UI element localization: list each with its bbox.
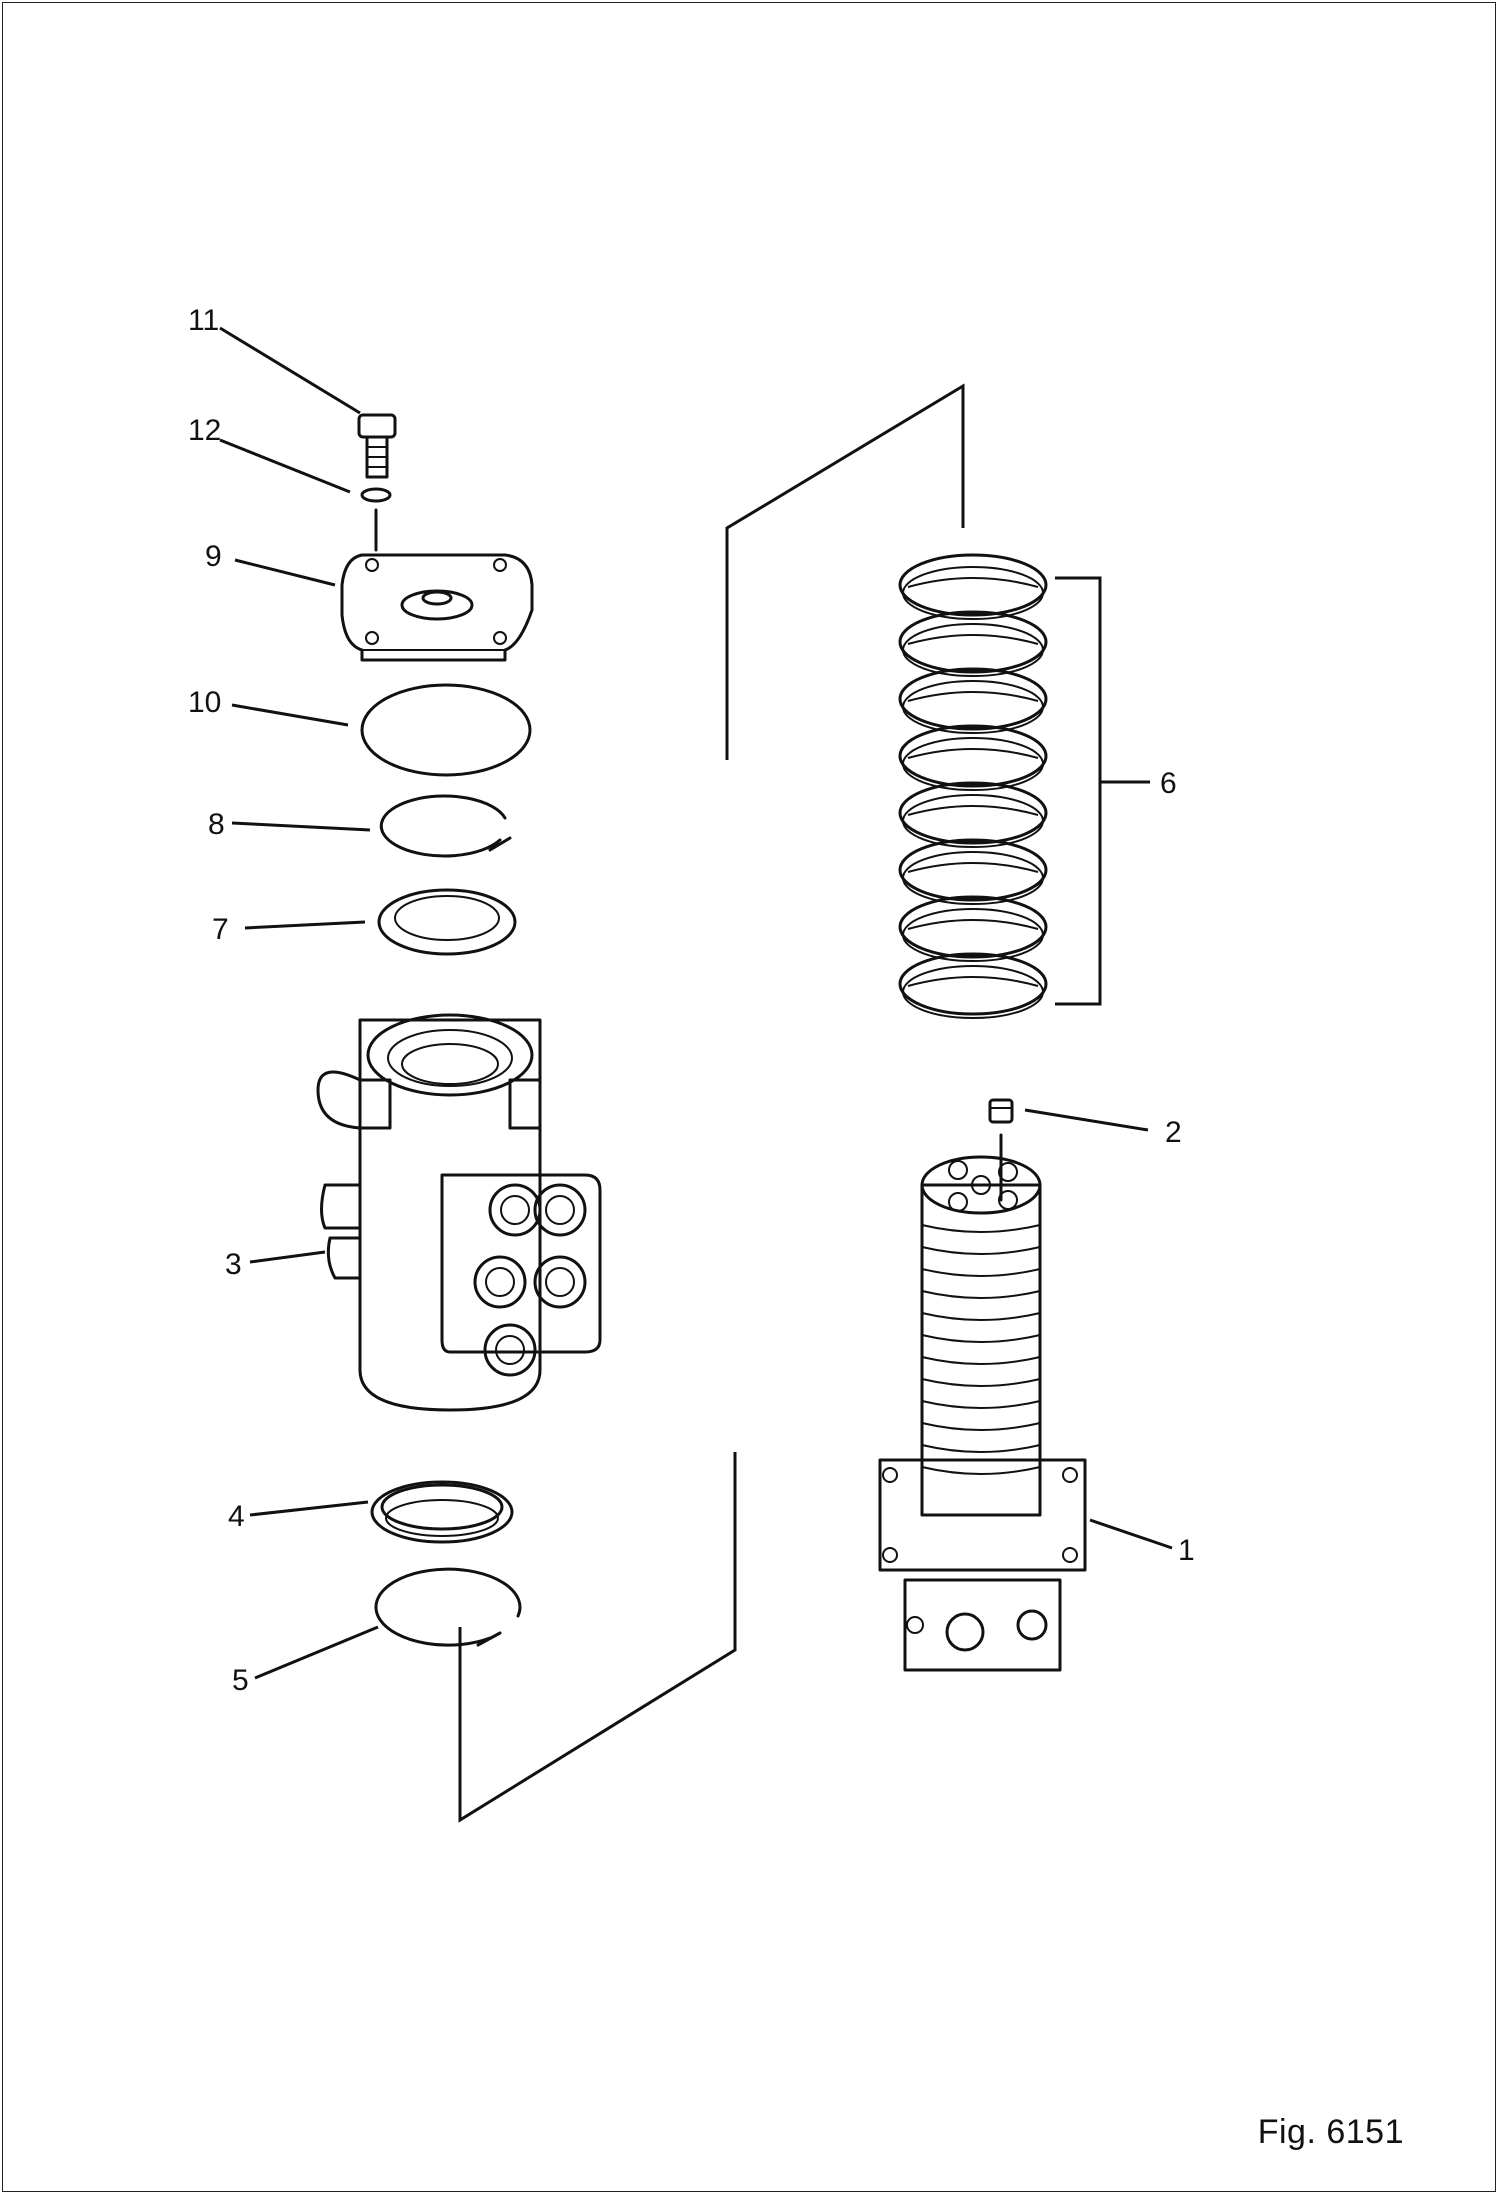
seal-ring	[898, 553, 1048, 617]
part-11-bolt	[357, 413, 397, 479]
seal-ring	[898, 895, 1048, 959]
part-9-cover	[340, 553, 534, 662]
seal-ring	[898, 781, 1048, 845]
part-8-snap-ring	[379, 794, 512, 858]
part-3-swivel-body	[316, 1013, 602, 1412]
callout-12: 12	[188, 414, 221, 447]
seal-ring	[898, 838, 1048, 902]
seal-ring	[898, 952, 1048, 1016]
callout-11: 11	[188, 304, 219, 337]
seal-ring	[898, 610, 1048, 674]
part-7-seal-ring	[377, 888, 517, 956]
callout-6: 6	[1160, 767, 1177, 800]
callout-8: 8	[208, 808, 225, 841]
callout-leaders	[219, 326, 1173, 1680]
part-10-o-ring	[360, 683, 532, 777]
figure-label: Fig. 6151	[1257, 2113, 1404, 2151]
callout-5: 5	[232, 1664, 249, 1697]
callout-3: 3	[225, 1248, 242, 1281]
upper-assembly-bracket	[725, 383, 965, 760]
callout-2: 2	[1165, 1116, 1182, 1149]
callout-7: 7	[212, 913, 229, 946]
part-6-seal-rings	[898, 553, 1150, 1019]
part-12-washer	[360, 487, 392, 552]
callout-10: 10	[188, 686, 221, 719]
callout-9: 9	[205, 540, 222, 573]
seal-ring	[898, 724, 1048, 788]
callout-4: 4	[228, 1500, 245, 1533]
lower-assembly-bracket	[458, 1452, 737, 1823]
part-1-swivel-shaft	[878, 1155, 1087, 1672]
part-4-bushing	[370, 1480, 514, 1544]
part-5-snap-ring	[374, 1567, 522, 1647]
callout-1: 1	[1178, 1534, 1195, 1567]
seal-ring	[898, 667, 1048, 731]
